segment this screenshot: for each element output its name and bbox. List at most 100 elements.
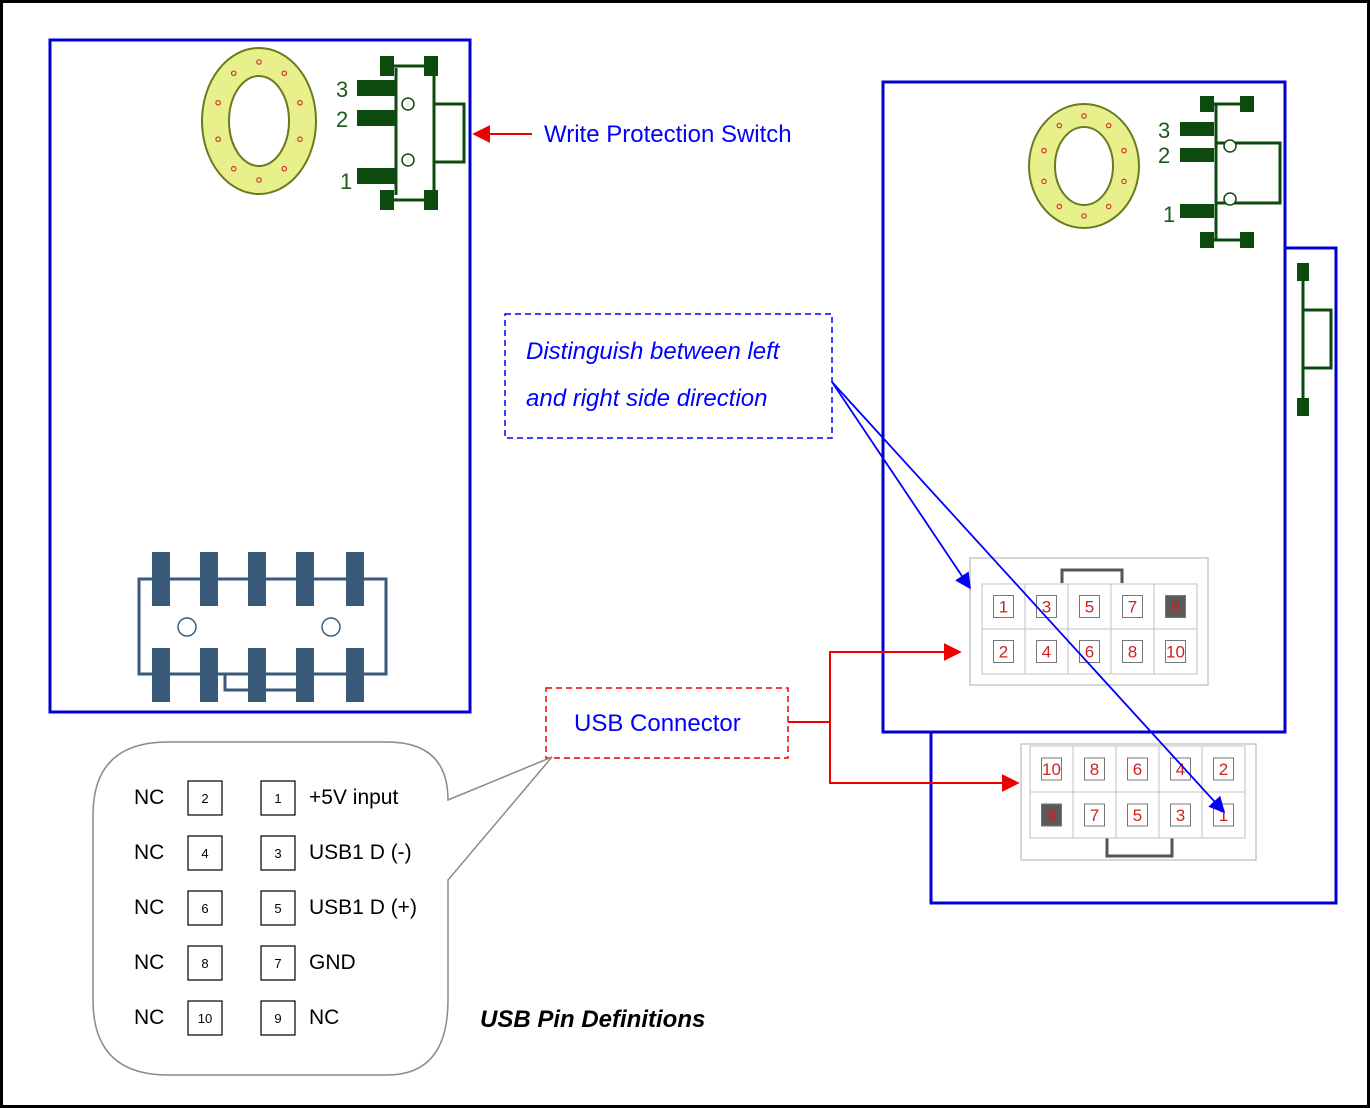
pin-box-left: [187, 890, 223, 926]
ring-dot: [1105, 122, 1112, 129]
ring-dot: [215, 136, 221, 143]
connector-pin-label: 10: [1042, 760, 1061, 779]
direction-arrow-top: [831, 381, 971, 590]
connector-pin-label: 5: [1085, 598, 1094, 617]
ring-dot: [281, 70, 288, 77]
ring-dot: [256, 59, 262, 65]
ring-dot: [230, 165, 237, 172]
pin-box-right: [260, 890, 296, 926]
pin-box-right: [260, 780, 296, 816]
usb-connector-callout-box: [545, 687, 789, 759]
right-switch-pin-1-label: 1: [1163, 202, 1175, 227]
connector-pin: [1079, 595, 1100, 618]
left-write-protect-switch: 3 2 1: [336, 56, 466, 210]
pin-right-number: 5: [274, 901, 281, 916]
pin-box-left: [187, 780, 223, 816]
header-pad: [346, 648, 364, 702]
pin-box-right: [260, 835, 296, 871]
pin-right-label: GND: [309, 951, 356, 974]
connector-pin-label: 7: [1090, 806, 1099, 825]
pin-right-number: 3: [274, 846, 281, 861]
pin-left-label: NC: [134, 951, 164, 974]
header-pad: [346, 552, 364, 606]
connector-pin-label: 6: [1085, 643, 1094, 662]
connector-pin: [993, 595, 1014, 618]
right-mount-ring: [1028, 103, 1140, 229]
connector-pin-label: 1: [999, 598, 1008, 617]
ring-dot: [297, 136, 303, 143]
pin-box-right: [260, 945, 296, 981]
connector-pin: [1084, 803, 1105, 827]
connector-pin: [1041, 757, 1062, 781]
usb-connector-label: USB Connector: [574, 710, 741, 737]
pin-left-number: 10: [198, 1011, 212, 1026]
direction-arrow-bottom: [831, 381, 1226, 814]
connector-pin: [1084, 757, 1105, 781]
pin-right-label: +5V input: [309, 786, 398, 809]
ring-dot: [1081, 113, 1087, 119]
header-pad: [200, 648, 218, 702]
switch-pin-2-label: 2: [336, 107, 348, 132]
connector-pin-label: 5: [1133, 806, 1142, 825]
connector-pin: [1122, 595, 1143, 618]
pin-left-number: 8: [201, 956, 208, 971]
header-pad: [200, 552, 218, 606]
pin-right-label: NC: [309, 1006, 339, 1029]
connector-pin-label: 9: [1171, 598, 1180, 617]
connector-pin-label: 9: [1047, 806, 1056, 825]
pin-definition-bubble: [92, 741, 553, 1076]
ring-dot: [1121, 178, 1127, 185]
left-mount-ring: [201, 47, 317, 195]
direction-label-line2: and right side direction: [526, 385, 767, 412]
pin-right-label: USB1 D (-): [309, 841, 412, 864]
header-pad: [296, 552, 314, 606]
pin-left-label: NC: [134, 786, 164, 809]
header-pad: [152, 552, 170, 606]
pin-box-right: [260, 1000, 296, 1036]
right-write-protect-switch: 3 2 1: [1158, 96, 1282, 248]
pin-box-left: [187, 945, 223, 981]
pin-right-label: USB1 D (+): [309, 896, 417, 919]
right-switch-pin-2-label: 2: [1158, 143, 1170, 168]
connector-pin-label: 2: [1219, 760, 1228, 779]
connector-pin: [993, 640, 1014, 663]
ring-dot: [256, 177, 262, 183]
connector-pin-label: 8: [1090, 760, 1099, 779]
connector-pin: [1165, 640, 1186, 663]
pin-left-number: 2: [201, 791, 208, 806]
right-switch-pin-3-label: 3: [1158, 118, 1170, 143]
ring-dot: [281, 165, 288, 172]
direction-label-line1: Distinguish between left: [526, 338, 781, 365]
pin-left-number: 6: [201, 901, 208, 916]
connector-pin: [1041, 803, 1062, 827]
header-pad: [248, 648, 266, 702]
ring-dot: [1081, 213, 1087, 219]
pin-right-number: 1: [274, 791, 281, 806]
connector-pin-label: 4: [1176, 760, 1185, 779]
switch-pin-1-label: 1: [340, 169, 352, 194]
pin-left-label: NC: [134, 1006, 164, 1029]
usb-connector-arrow-bottom: [829, 722, 1020, 792]
connector-pin-label: 3: [1042, 598, 1051, 617]
left-usb-header-footprint: [137, 552, 388, 702]
ring-dot: [1056, 122, 1063, 129]
header-pad: [152, 648, 170, 702]
connector-pin-label: 1: [1219, 806, 1228, 825]
connector-pin-label: 3: [1176, 806, 1185, 825]
connector-pin: [1213, 757, 1234, 781]
connector-pin: [1122, 640, 1143, 663]
ring-dot: [230, 70, 237, 77]
connector-pin: [1165, 595, 1186, 618]
connector-pin-label: 2: [999, 643, 1008, 662]
ring-dot: [215, 99, 221, 106]
switch-pin-3-label: 3: [336, 77, 348, 102]
connector-pin: [1170, 803, 1191, 827]
pin-right-number: 7: [274, 956, 281, 971]
ring-dot: [1056, 203, 1063, 210]
pin-right-number: 9: [274, 1011, 281, 1026]
ring-dot: [1041, 178, 1047, 185]
